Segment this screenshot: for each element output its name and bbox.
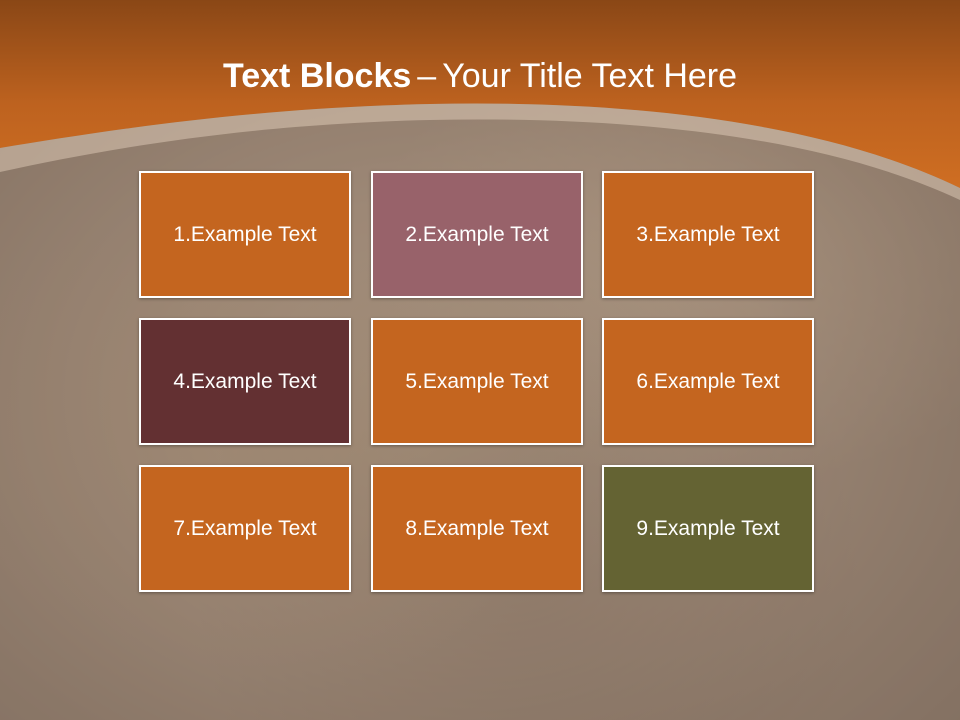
header-band	[0, 0, 960, 200]
text-block-label: 5.Example Text	[405, 369, 549, 393]
text-block-label: 2.Example Text	[405, 222, 549, 246]
text-block-7[interactable]: 7.Example Text	[139, 465, 351, 592]
text-block-9[interactable]: 9.Example Text	[602, 465, 814, 592]
text-block-3[interactable]: 3.Example Text	[602, 171, 814, 298]
text-block-label: 4.Example Text	[173, 369, 317, 393]
text-block-1[interactable]: 1.Example Text	[139, 171, 351, 298]
text-block-label: 9.Example Text	[636, 516, 780, 540]
text-block-4[interactable]: 4.Example Text	[139, 318, 351, 445]
text-block-8[interactable]: 8.Example Text	[371, 465, 583, 592]
text-block-label: 6.Example Text	[636, 369, 780, 393]
text-block-6[interactable]: 6.Example Text	[602, 318, 814, 445]
title-bold: Text Blocks	[222, 57, 412, 95]
page-title: Text Blocks–Your Title Text Here	[0, 56, 960, 96]
title-separator: –	[417, 57, 437, 95]
text-block-label: 3.Example Text	[636, 222, 780, 246]
text-block-label: 8.Example Text	[405, 516, 549, 540]
text-block-5[interactable]: 5.Example Text	[371, 318, 583, 445]
title-rest: Your Title Text Here	[442, 57, 738, 95]
text-block-label: 1.Example Text	[173, 222, 317, 246]
text-block-2[interactable]: 2.Example Text	[371, 171, 583, 298]
text-block-label: 7.Example Text	[173, 516, 317, 540]
